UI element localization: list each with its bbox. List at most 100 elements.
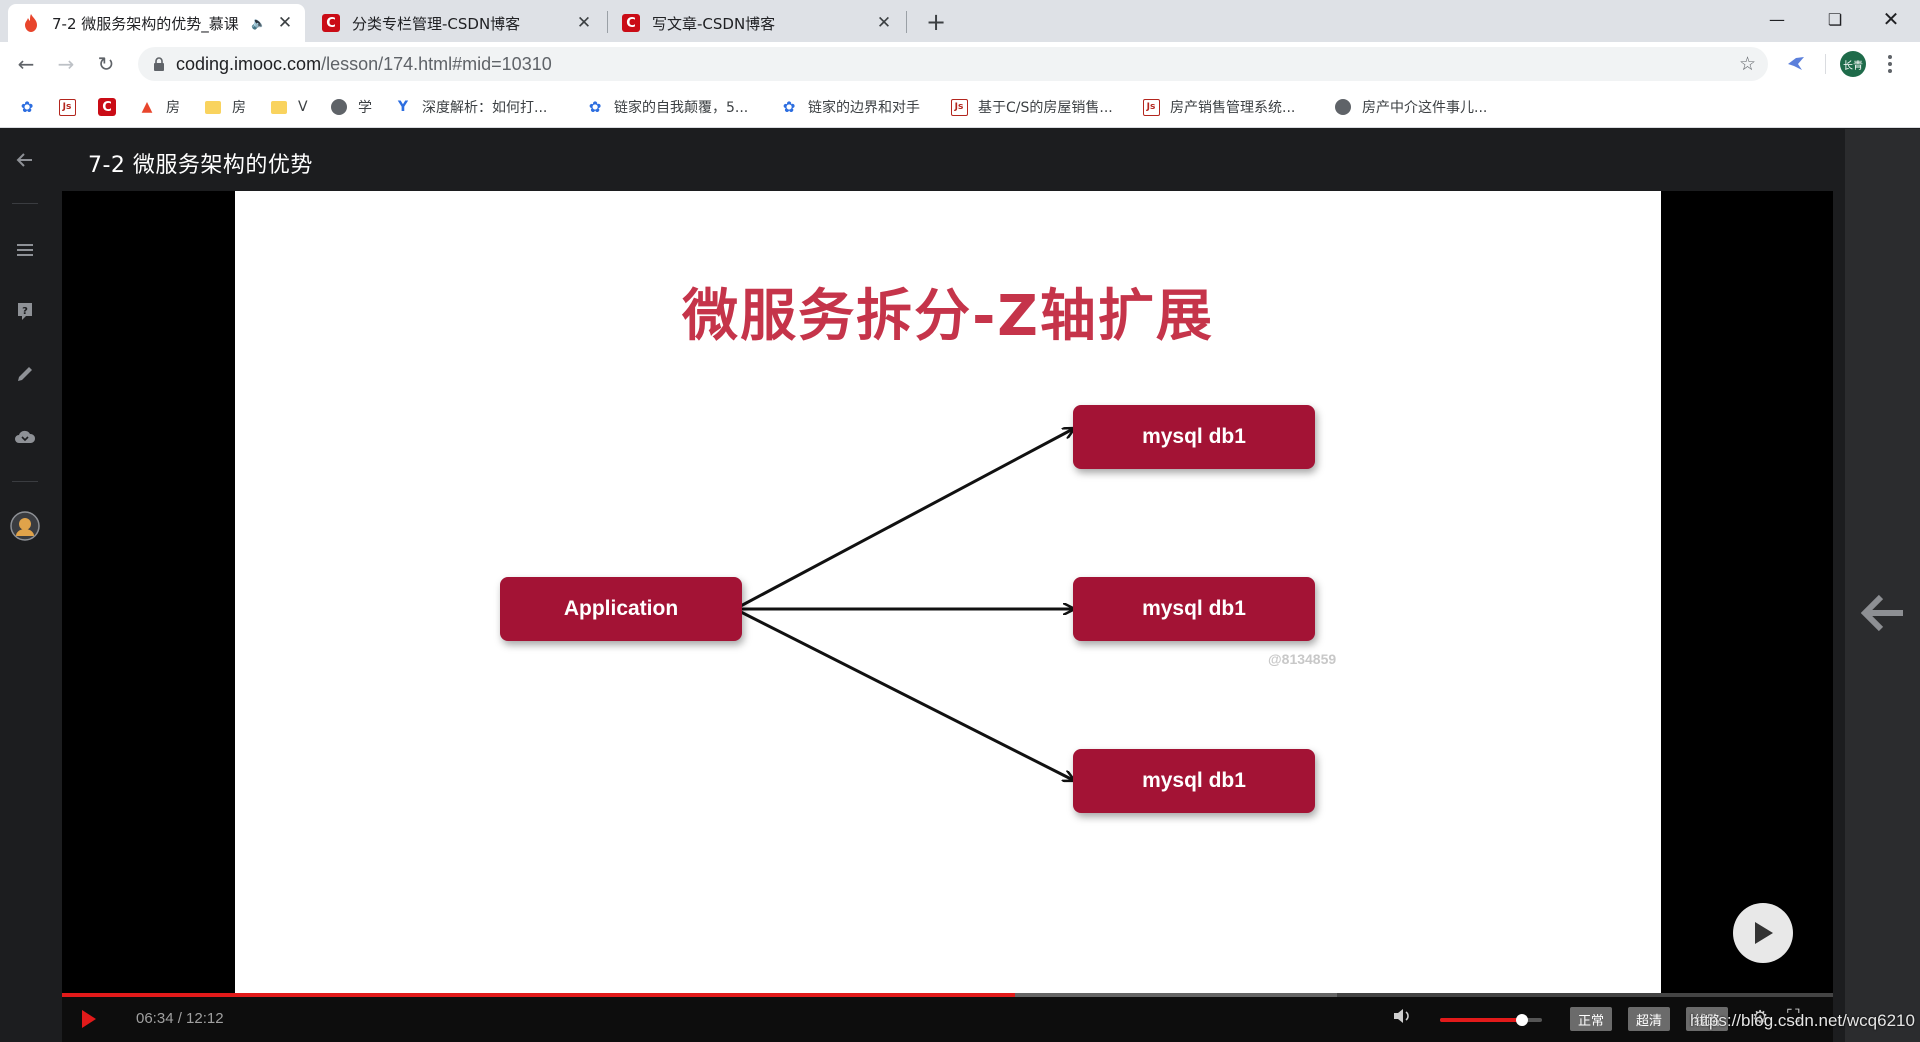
minimize-button[interactable]: — xyxy=(1769,9,1785,29)
player-controls: 06:34 / 12:12 正常 超清 线路 ⚙ ⛶ xyxy=(62,997,1833,1042)
y-icon: Y xyxy=(397,99,409,115)
big-play-button[interactable] xyxy=(1733,903,1793,963)
progress-played xyxy=(62,993,1015,997)
bookmark-label: 房产中介这件事儿... xyxy=(1362,100,1488,116)
tab-divider xyxy=(906,11,907,33)
volume-icon[interactable] xyxy=(1392,1007,1412,1030)
csdn-icon: C xyxy=(322,14,340,32)
bookmark-folder[interactable]: 房 xyxy=(204,96,246,118)
speaker-icon[interactable]: 🔈 xyxy=(251,16,266,30)
bookmark-item[interactable]: ✿链家的自我颠覆，5... xyxy=(586,96,749,118)
tab-title: 分类专栏管理-CSDN博客 xyxy=(352,14,521,33)
video-player[interactable]: 微服务拆分-Z轴扩展 Application mysql db1 mysql d… xyxy=(62,191,1833,1042)
tab-csdn-category[interactable]: C 分类专栏管理-CSDN博客 ✕ xyxy=(308,4,604,42)
js-icon: Js xyxy=(58,98,76,116)
browser-toolbar: ← → ↻ coding.imooc.com/lesson/174.html#m… xyxy=(0,42,1920,86)
tab-title: 7-2 微服务架构的优势_慕课 xyxy=(52,14,239,33)
close-window-button[interactable]: ✕ xyxy=(1882,7,1900,31)
volume-knob[interactable] xyxy=(1515,1014,1528,1026)
bookmark-item[interactable]: C xyxy=(98,96,126,118)
bookmark-item[interactable]: ✿ xyxy=(18,96,46,118)
bookmark-item[interactable]: Js xyxy=(58,96,86,118)
bookmark-item[interactable]: 学 xyxy=(330,96,372,118)
quality-normal-button[interactable]: 正常 xyxy=(1570,1007,1613,1031)
close-tab-icon[interactable]: ✕ xyxy=(277,13,293,33)
bookmark-label: 学 xyxy=(358,100,372,116)
settings-gear-icon[interactable]: ⚙ xyxy=(1752,1007,1769,1028)
volume-slider[interactable] xyxy=(1440,1014,1542,1026)
tab-csdn-write[interactable]: C 写文章-CSDN博客 ✕ xyxy=(608,4,904,42)
bookmark-item[interactable]: ▲房 xyxy=(138,96,180,118)
bookmark-star-icon[interactable]: ☆ xyxy=(1738,53,1756,75)
bookmark-item[interactable]: ✿链家的边界和对手 xyxy=(780,96,920,118)
application-node: Application xyxy=(500,577,742,641)
time-display: 06:34 / 12:12 xyxy=(136,1010,224,1027)
bookmark-item[interactable]: Js 房产销售管理系统... xyxy=(1142,96,1295,118)
left-sidebar: ? xyxy=(0,129,50,1042)
tab-divider xyxy=(607,11,608,33)
paw-icon: ✿ xyxy=(782,98,796,116)
bookmark-folder[interactable]: V xyxy=(270,96,308,118)
slide-watermark: @8134859 xyxy=(1268,651,1337,667)
quality-hd-button[interactable]: 超清 xyxy=(1628,1007,1671,1031)
connector-arrows xyxy=(734,191,1661,994)
js-icon: Js xyxy=(1142,98,1160,116)
reload-button[interactable]: ↻ xyxy=(97,52,115,76)
route-button[interactable]: 线路 xyxy=(1686,1007,1729,1031)
svg-text:?: ? xyxy=(22,306,28,317)
address-bar[interactable]: coding.imooc.com/lesson/174.html#mid=103… xyxy=(138,47,1768,81)
new-tab-button[interactable]: + xyxy=(925,8,947,36)
slide-frame: 微服务拆分-Z轴扩展 Application mysql db1 mysql d… xyxy=(235,191,1661,994)
url-path: /lesson/174.html#mid=10310 xyxy=(321,53,552,74)
question-icon[interactable]: ? xyxy=(0,295,50,329)
url-host: coding.imooc.com xyxy=(176,53,322,74)
restore-button[interactable]: ❏ xyxy=(1827,9,1843,29)
right-collapse-panel[interactable] xyxy=(1845,129,1920,1042)
back-button[interactable]: ← xyxy=(17,52,35,76)
play-icon[interactable] xyxy=(80,1009,98,1033)
fire-icon: ▲ xyxy=(141,99,153,115)
bookmark-label: 房产销售管理系统... xyxy=(1170,100,1296,116)
bookmark-item[interactable]: Y 深度解析：如何打... xyxy=(394,96,547,118)
profile-avatar[interactable]: 长青 xyxy=(1840,51,1866,77)
toolbar-divider xyxy=(1825,54,1826,74)
lock-icon xyxy=(152,57,166,71)
js-icon: Js xyxy=(950,98,968,116)
tab-imooc-lesson[interactable]: 7-2 微服务架构的优势_慕课 🔈 ✕ xyxy=(8,4,305,42)
fullscreen-icon[interactable]: ⛶ xyxy=(1787,1006,1800,1027)
browser-menu-icon[interactable] xyxy=(1880,50,1900,78)
globe-icon xyxy=(330,98,348,116)
cloud-download-icon[interactable] xyxy=(0,419,50,453)
bookmark-label: V xyxy=(298,99,308,115)
forward-button[interactable]: → xyxy=(57,52,75,76)
sidebar-divider xyxy=(12,203,38,204)
bookmark-label: 房 xyxy=(166,100,180,116)
mysql-db1-node: mysql db1 xyxy=(1073,405,1315,469)
chapter-list-icon[interactable] xyxy=(0,233,50,267)
csdn-icon: C xyxy=(622,14,640,32)
note-pencil-icon[interactable] xyxy=(0,357,50,391)
close-tab-icon[interactable]: ✕ xyxy=(876,13,892,33)
folder-icon xyxy=(204,98,222,116)
expand-arrow-icon[interactable] xyxy=(1860,589,1905,645)
extension-bird-icon[interactable] xyxy=(1785,53,1807,75)
arrow-to-db1-bottom xyxy=(734,607,1073,780)
slide-title: 微服务拆分-Z轴扩展 xyxy=(682,284,1214,349)
close-tab-icon[interactable]: ✕ xyxy=(576,13,592,33)
lesson-title: 7-2 微服务架构的优势 xyxy=(88,153,313,178)
bookmark-label: 深度解析：如何打... xyxy=(422,100,548,116)
mysql-db1-node: mysql db1 xyxy=(1073,577,1315,641)
csdn-watermark: https://blog.csdn.net/wcq6210 xyxy=(1690,1011,1915,1030)
bookmark-item[interactable]: 房产中介这件事儿... xyxy=(1334,96,1487,118)
mysql-db1-node: mysql db1 xyxy=(1073,749,1315,813)
paw-icon: ✿ xyxy=(20,98,34,116)
user-avatar[interactable] xyxy=(0,509,50,543)
progress-bar[interactable] xyxy=(62,993,1833,997)
back-arrow-icon[interactable] xyxy=(0,143,50,177)
tab-strip: 7-2 微服务架构的优势_慕课 🔈 ✕ C 分类专栏管理-CSDN博客 ✕ C … xyxy=(0,0,1920,42)
bookmark-label: 链家的自我颠覆，5... xyxy=(614,100,749,116)
url-text: coding.imooc.com/lesson/174.html#mid=103… xyxy=(176,54,552,75)
